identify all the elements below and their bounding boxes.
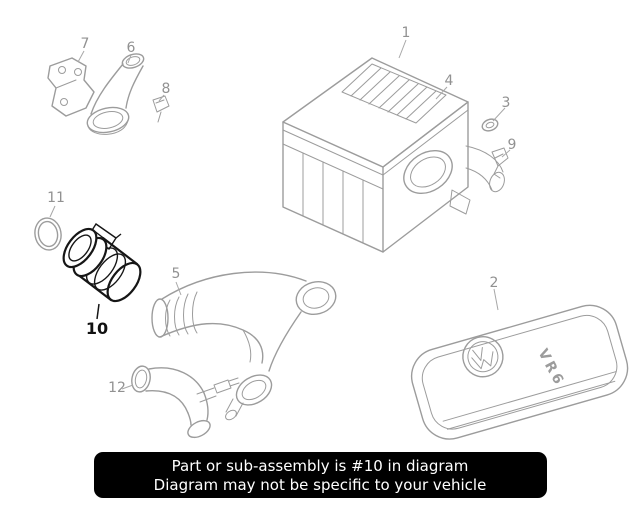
leader-2: [493, 288, 499, 311]
airbox-outlet-hole: [410, 156, 446, 188]
intake-hose: [151, 271, 337, 421]
filter-pleats: [350, 67, 437, 120]
callout-7: 7: [81, 36, 90, 52]
vw-logo-icon: [462, 336, 504, 378]
engine-cover-inner: [421, 314, 618, 430]
duct-clip: [152, 95, 170, 123]
leader-7: [77, 50, 85, 63]
leader-8: [158, 94, 165, 102]
leader-4: [435, 86, 448, 100]
callout-1: 1: [402, 25, 411, 41]
caption-background: [94, 452, 547, 498]
caption-bar: Part or sub-assembly is #10 in diagram D…: [94, 452, 547, 498]
retainer-clip: [491, 147, 509, 179]
callout-11: 11: [47, 190, 65, 206]
maf-flange: [62, 227, 98, 269]
airbox-front-face: [282, 121, 384, 253]
callout-9: 9: [508, 137, 517, 153]
engine-cover: [410, 304, 629, 440]
callout-12: 12: [108, 380, 126, 396]
o-ring-seal: [34, 217, 62, 251]
leader-12: [121, 384, 134, 390]
airbox-right-face: [382, 101, 469, 253]
airbox-lid-rim: [282, 109, 469, 176]
leader-10: [96, 303, 100, 320]
leader-5: [175, 281, 182, 296]
maf-flange-bore: [68, 234, 92, 262]
caption-line-2: Diagram may not be specific to your vehi…: [154, 476, 487, 494]
mounting-bracket: [47, 57, 95, 117]
maf-rib-2: [93, 253, 127, 291]
leader-11: [49, 205, 56, 218]
maf-sensor: [62, 223, 142, 303]
leader-1: [398, 39, 407, 59]
callout-5: 5: [172, 266, 181, 282]
leader-3: [492, 107, 506, 122]
maf-outlet: [106, 261, 142, 303]
callouts: 1 2 3 4 5 6 7 8 9 10 11 12: [47, 25, 516, 396]
maf-body-top: [101, 236, 139, 266]
breather-hose: [131, 365, 240, 439]
airbox-seam: [282, 143, 384, 190]
callout-3: 3: [502, 95, 511, 111]
engine-cover-ridges: [442, 371, 617, 430]
caption-line-1: Part or sub-assembly is #10 in diagram: [172, 457, 469, 475]
leader-lines: [49, 39, 511, 390]
hose-clamp-screw: [196, 377, 240, 403]
intake-duct: [86, 53, 145, 135]
hose-nipple: [225, 398, 244, 421]
callout-2: 2: [490, 275, 499, 291]
hose-bellows: [165, 291, 198, 337]
callout-8: 8: [162, 81, 171, 97]
air-cleaner-assembly: [282, 57, 505, 253]
airbox-foot: [449, 189, 471, 215]
callout-10: 10: [86, 319, 108, 338]
callout-4: 4: [445, 73, 454, 89]
leader-9: [501, 149, 511, 158]
filter-window: [341, 63, 447, 124]
callout-6: 6: [127, 40, 136, 56]
airbox-snorkel: [465, 145, 505, 193]
engine-cover-outline: [410, 304, 629, 440]
airbox-ribs: [302, 152, 364, 244]
airbox-outlet-ring: [403, 149, 453, 195]
grommet: [481, 118, 499, 132]
maf-body-bottom: [75, 272, 113, 302]
leader-6: [127, 54, 132, 64]
